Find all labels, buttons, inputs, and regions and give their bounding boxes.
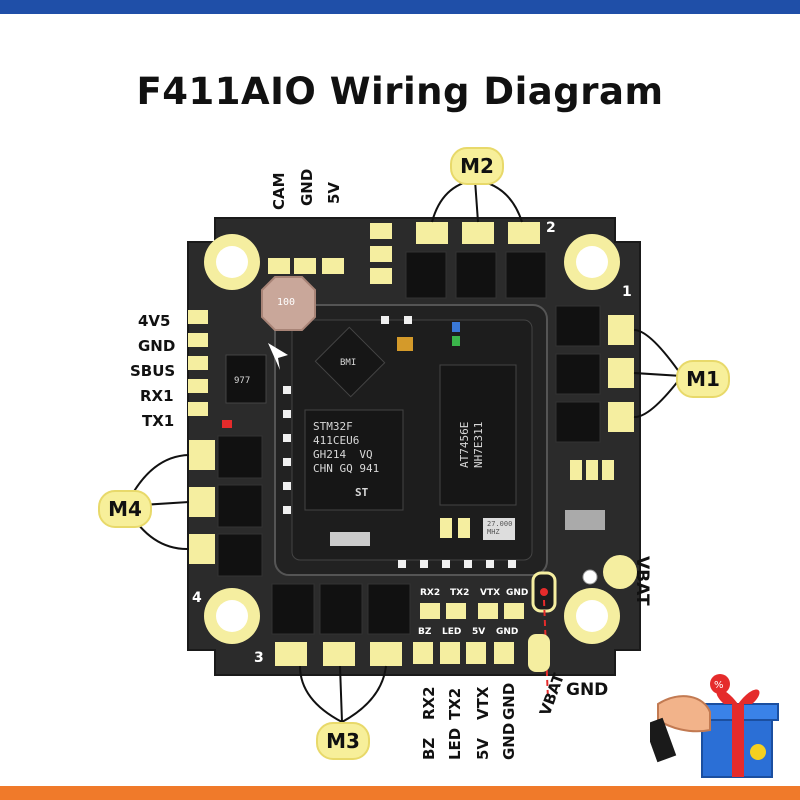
mount-hole-bottom-left [204,588,260,644]
label-bz: BZ [420,737,438,760]
osd-marking: AT7456E NH7E311 [458,421,485,468]
frame-bottom-edge [0,786,800,800]
label-5v-b: 5V [474,737,492,760]
pad-rx2 [420,603,440,619]
pad-5v-bottom [466,642,486,664]
inductor [261,276,316,331]
pad-cam [268,258,290,274]
label-vbat: VBAT [632,556,652,606]
label-5v-top: 5V [325,181,343,204]
corner-number-4: 4 [192,590,202,606]
crystal-marking: 27.000 MHZ [487,520,513,536]
frame-top-edge [0,0,800,14]
label-cam: CAM [270,172,288,210]
label-rx1: RX1 [140,387,174,405]
pad-gnd-left [188,333,208,347]
gnd-small-pad [528,634,550,672]
pad-bz [413,642,433,664]
small-ic-marking: 977 [234,376,251,386]
m2-leader [431,179,523,223]
pad-rx1 [188,379,208,393]
inductor-marking: 100 [277,297,296,308]
pad-5v-top [322,258,344,274]
pad-4v5 [188,310,208,324]
mount-hole-top-left [204,234,260,290]
label-vtx: VTX [474,686,492,720]
left-small-ic [225,354,267,404]
label-gnd-left: GND [138,337,176,355]
m2-pad-2 [462,222,494,244]
pad-gnd-bottom-2 [494,642,514,664]
m2-badge: M2 [450,147,504,185]
corner-number-3: 3 [254,650,264,666]
m1-pad-2 [608,358,634,388]
silk-5v: 5V [472,627,486,637]
m1-pad-1 [608,315,634,345]
label-gnd-b2: GND [500,722,518,760]
m1-leader [633,329,683,419]
label-tx2: TX2 [446,687,464,720]
silk-vtx: VTX [480,588,501,598]
mcu-logo: ST [355,486,369,499]
m3-leader [299,665,387,723]
corner-number-2: 2 [546,220,556,236]
corner-number-1: 1 [622,284,632,300]
m1-pad-3 [608,402,634,432]
mcu-marking: STM32F 411CEU6 GH214 VQ CHN GQ 941 [313,420,380,475]
osd-chip [439,364,517,506]
m3-pad-3 [370,642,402,666]
m3-badge: M3 [316,722,370,760]
mount-hole-top-right [564,234,620,290]
m3-pad-2 [323,642,355,666]
label-sbus: SBUS [130,362,176,380]
silk-tx2: TX2 [450,588,470,598]
svg-text:%: % [714,680,724,691]
label-gnd-b1: GND [500,682,518,720]
label-gnd-power: GND [566,680,609,700]
m4-badge: M4 [98,490,152,528]
pad-tx1 [188,402,208,416]
m4-pad-3 [189,534,215,564]
mcu-chip [304,409,404,511]
gyro-chip [314,326,386,398]
pad-gnd-bottom-1 [504,603,524,619]
pad-vtx [478,603,498,619]
silk-led: LED [442,627,462,637]
silk-bz: BZ [418,627,432,637]
m2-pad-3 [508,222,540,244]
label-rx2: RX2 [420,686,438,720]
label-gnd-top: GND [298,168,316,206]
pad-sbus [188,356,208,370]
gyro-marking: BMI [340,358,357,368]
label-led: LED [446,727,464,760]
label-4v5: 4V5 [138,312,171,330]
m4-pad-1 [189,440,215,470]
m2-pad-1 [416,222,448,244]
vbat-pad [603,555,637,589]
silk-rx2: RX2 [420,588,441,598]
pad-tx2 [446,603,466,619]
m4-pad-2 [189,487,215,517]
m3-pad-1 [275,642,307,666]
gift-icon: % [650,674,779,778]
pad-gnd-top [294,258,316,274]
label-tx1: TX1 [142,412,175,430]
m1-badge: M1 [676,360,730,398]
pad-led [440,642,460,664]
silk-gnd-1: GND [506,588,529,598]
silk-gnd-2: GND [496,627,519,637]
mount-hole-bottom-right [564,588,620,644]
diagram-title: F411AIO Wiring Diagram [136,70,664,113]
